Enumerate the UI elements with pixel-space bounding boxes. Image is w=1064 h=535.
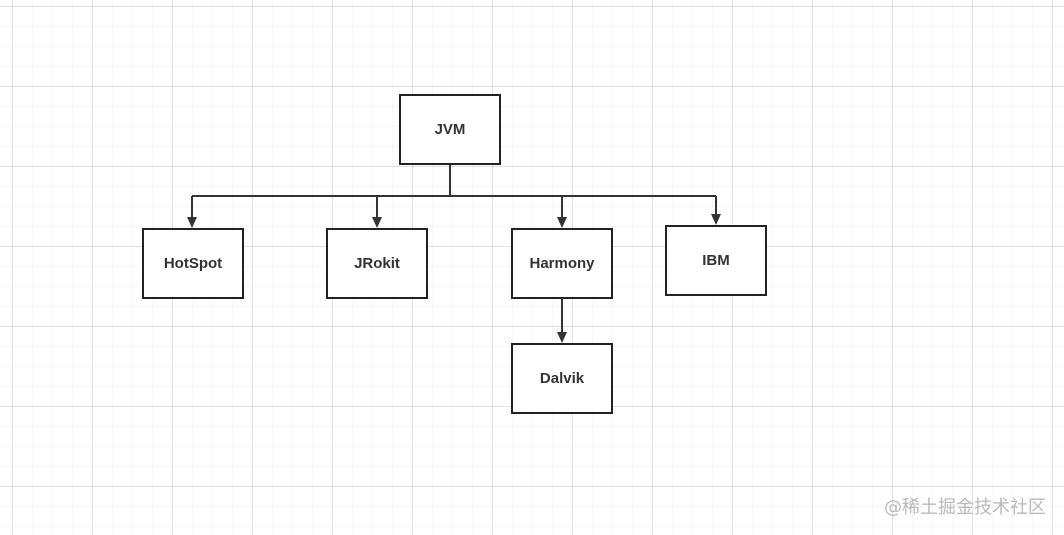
node-dalvik[interactable]: Dalvik	[511, 343, 613, 414]
node-ibm-label: IBM	[702, 252, 730, 269]
arrowhead-hotspot	[187, 217, 197, 228]
arrowhead-harmony	[557, 217, 567, 228]
node-jrokit[interactable]: JRokit	[326, 228, 428, 299]
node-harmony-label: Harmony	[529, 255, 595, 272]
arrowhead-jrokit	[372, 217, 382, 228]
node-harmony[interactable]: Harmony	[511, 228, 613, 299]
watermark: @稀土掘金技术社区	[884, 497, 1046, 518]
node-ibm[interactable]: IBM	[665, 225, 767, 296]
arrowhead-dalvik	[557, 332, 567, 343]
node-jrokit-label: JRokit	[354, 255, 400, 272]
node-hotspot[interactable]: HotSpot	[142, 228, 244, 299]
node-hotspot-label: HotSpot	[163, 255, 223, 272]
node-jvm-label: JVM	[434, 121, 466, 138]
node-jvm[interactable]: JVM	[399, 94, 501, 165]
node-dalvik-label: Dalvik	[539, 370, 585, 387]
arrowhead-ibm	[711, 214, 721, 225]
